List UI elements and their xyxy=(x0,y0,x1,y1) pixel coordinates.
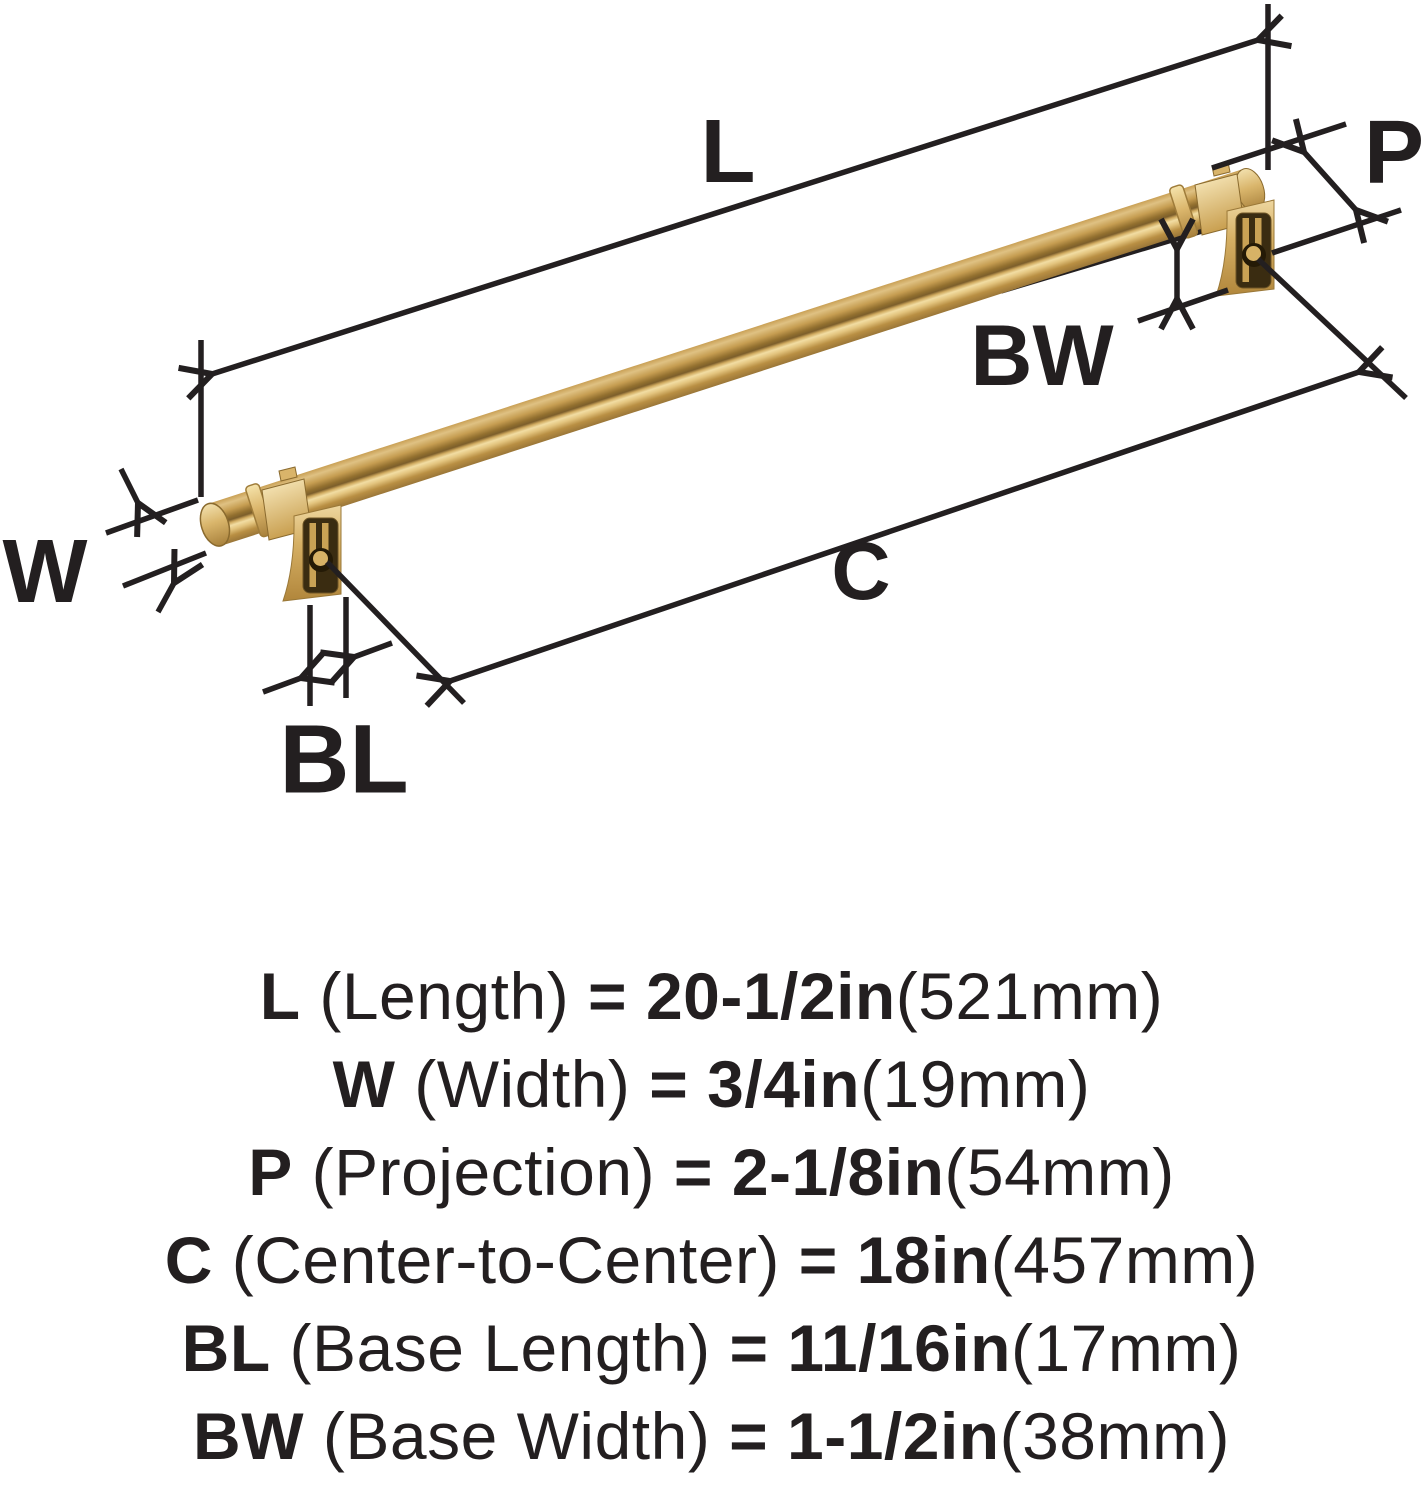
spec-metric: (38mm) xyxy=(999,1399,1230,1473)
spec-value: 3/4in xyxy=(707,1047,861,1121)
dimension-BW xyxy=(1137,249,1229,324)
dimension-P xyxy=(1211,121,1402,256)
w-extension-upper xyxy=(105,497,199,536)
spec-equals: = xyxy=(673,1135,713,1209)
spec-code: L xyxy=(259,959,301,1033)
spec-name: (Projection) xyxy=(311,1135,656,1209)
spec-metric: (17mm) xyxy=(1011,1311,1242,1385)
clamp-top-tab xyxy=(278,466,298,482)
dimension-L xyxy=(201,4,1268,497)
mounting-post-left xyxy=(261,466,342,602)
dimension-W xyxy=(105,467,208,614)
spec-equals: = xyxy=(588,959,628,1033)
dimension-BL xyxy=(262,597,393,706)
p-extension-upper xyxy=(1211,121,1347,171)
label-center-to-center: C xyxy=(831,526,891,617)
bw-extension-lower xyxy=(1137,287,1229,324)
spec-value: 18in xyxy=(856,1223,991,1297)
c-dimension-arrow xyxy=(450,372,1359,681)
spec-code: P xyxy=(248,1135,293,1209)
w-extension-lower xyxy=(121,550,208,589)
spec-code: W xyxy=(332,1047,396,1121)
w-arrow-upper xyxy=(118,467,138,503)
spec-equals: = xyxy=(649,1047,689,1121)
label-projection: P xyxy=(1363,103,1423,203)
p-dimension-arrow xyxy=(1304,152,1356,210)
bar-end-cap-left xyxy=(199,502,231,547)
spec-value: 11/16in xyxy=(787,1311,1011,1385)
screw-head xyxy=(313,551,328,566)
label-length: L xyxy=(700,102,756,202)
spec-list: L (Length) = 20-1/2in(521mm) W (Width) =… xyxy=(0,952,1423,1480)
dimension-C xyxy=(325,256,1408,703)
spec-metric: (54mm) xyxy=(944,1135,1175,1209)
spec-row-base-length: BL (Base Length) = 11/16in(17mm) xyxy=(0,1304,1423,1392)
label-base-width: BW xyxy=(970,308,1114,404)
post-rib xyxy=(322,523,329,551)
spec-metric: (19mm) xyxy=(860,1047,1091,1121)
spec-name: (Center-to-Center) xyxy=(231,1223,780,1297)
spec-row-length: L (Length) = 20-1/2in(521mm) xyxy=(0,952,1423,1040)
spec-equals: = xyxy=(798,1223,838,1297)
spec-equals: = xyxy=(729,1311,769,1385)
spec-metric: (521mm) xyxy=(895,959,1164,1033)
bl-arrow-right xyxy=(354,640,393,657)
bl-arrow-left xyxy=(262,678,301,695)
spec-value: 1-1/2in xyxy=(787,1399,1000,1473)
spec-value: 2-1/8in xyxy=(731,1135,945,1209)
spec-equals: = xyxy=(729,1399,769,1473)
spec-value: 20-1/2in xyxy=(645,959,896,1033)
spec-code: BL xyxy=(181,1311,271,1385)
spec-row-center-to-center: C (Center-to-Center) = 18in(457mm) xyxy=(0,1216,1423,1304)
spec-row-projection: P (Projection) = 2-1/8in(54mm) xyxy=(0,1128,1423,1216)
spec-row-base-width: BW (Base Width) = 1-1/2in(38mm) xyxy=(0,1392,1423,1480)
spec-row-width: W (Width) = 3/4in(19mm) xyxy=(0,1040,1423,1128)
w-arrow-lower xyxy=(155,583,174,614)
spec-code: C xyxy=(164,1223,213,1297)
spec-name: (Width) xyxy=(414,1047,631,1121)
spec-name: (Base Width) xyxy=(322,1399,711,1473)
p-extension-lower xyxy=(1271,207,1402,256)
label-base-length: BL xyxy=(279,704,409,814)
spec-code: BW xyxy=(193,1399,305,1473)
spec-name: (Base Length) xyxy=(289,1311,711,1385)
l-dimension-arrow xyxy=(212,40,1258,374)
spec-metric: (457mm) xyxy=(990,1223,1259,1297)
c-extension-right xyxy=(1256,256,1408,401)
label-width: W xyxy=(2,522,88,622)
spec-name: (Length) xyxy=(319,959,570,1033)
